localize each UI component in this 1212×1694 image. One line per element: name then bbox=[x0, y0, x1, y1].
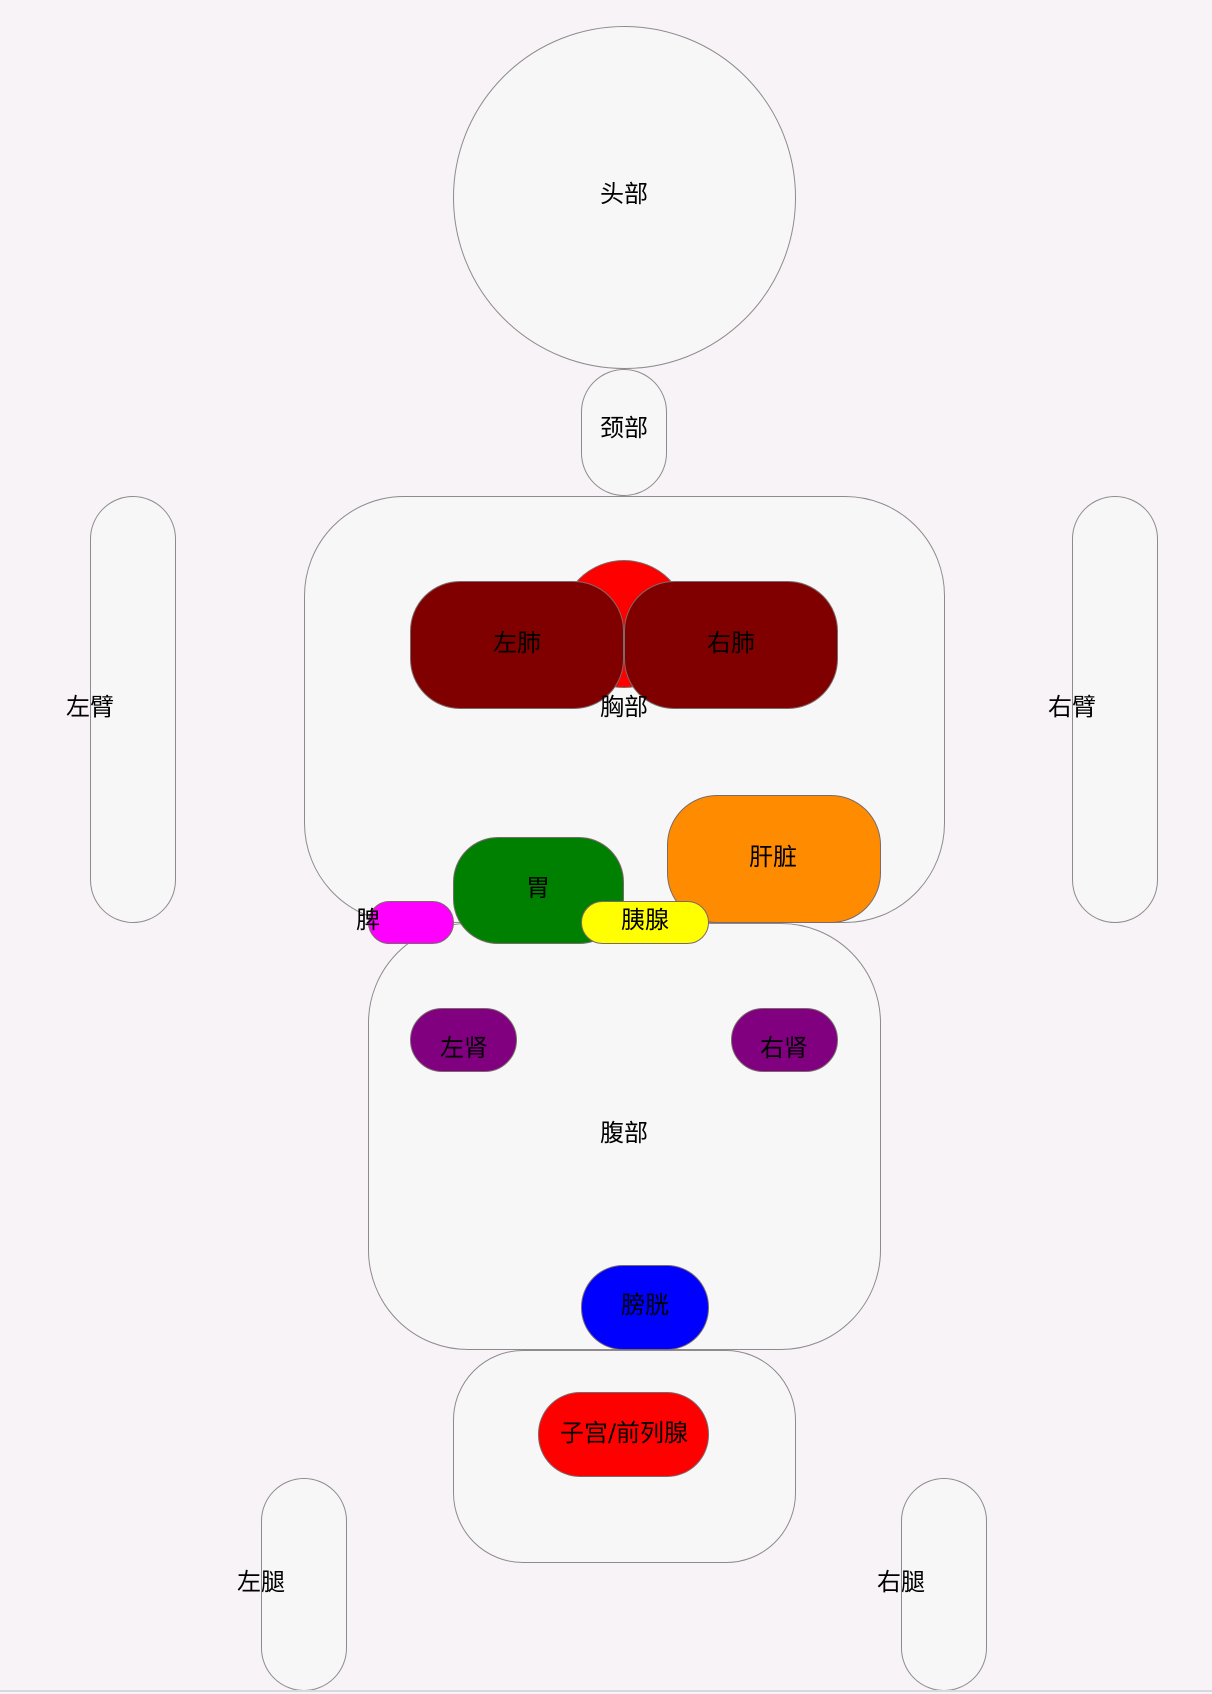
right-arm-region[interactable] bbox=[1072, 496, 1158, 923]
pancreas-organ[interactable] bbox=[581, 901, 709, 944]
left-arm-region[interactable] bbox=[90, 496, 176, 923]
left-kidney-organ[interactable] bbox=[410, 1008, 517, 1072]
bottom-divider bbox=[0, 1690, 1212, 1692]
bladder-organ[interactable] bbox=[581, 1265, 709, 1350]
left-lung-organ[interactable] bbox=[410, 581, 624, 709]
right-kidney-organ[interactable] bbox=[731, 1008, 838, 1072]
neck-region[interactable] bbox=[581, 369, 667, 496]
right-lung-organ[interactable] bbox=[624, 581, 838, 709]
left-leg-region[interactable] bbox=[261, 1478, 347, 1691]
spleen-organ[interactable] bbox=[368, 901, 454, 944]
head-region[interactable] bbox=[453, 26, 796, 369]
uterus-prostate-organ[interactable] bbox=[538, 1392, 709, 1477]
right-leg-region[interactable] bbox=[901, 1478, 987, 1691]
